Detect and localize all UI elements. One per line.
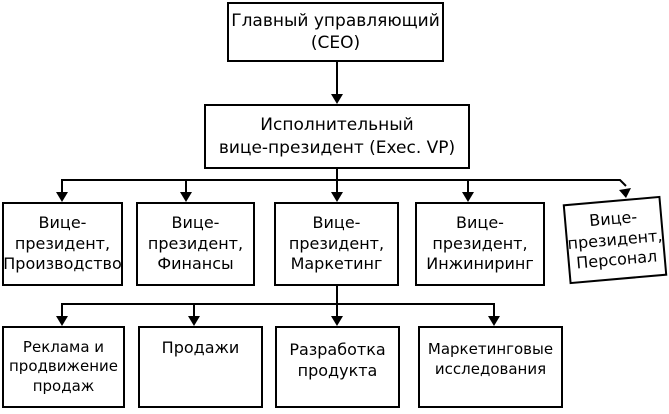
- vp-finance-label: Вице- президент, Финансы: [147, 212, 244, 274]
- vp-engineering-box: Вице- президент, Инжиниринг: [415, 202, 545, 286]
- vp-production-label: Вице- президент, Производство: [3, 212, 122, 274]
- product-development-label: Разработка продукта: [289, 340, 386, 380]
- vp-personnel-box: Вице- президент, Персонал: [562, 195, 668, 285]
- sales-box: Продажи: [138, 326, 263, 408]
- ceo-box: Главный управляющий (CEO): [227, 2, 444, 62]
- vp-production-box: Вице- президент, Производство: [2, 202, 123, 286]
- advertising-label: Реклама и продвижение продаж: [9, 337, 118, 395]
- vp-marketing-box: Вице- президент, Маркетинг: [274, 202, 399, 286]
- vp-marketing-label: Вице- президент, Маркетинг: [288, 212, 385, 274]
- marketing-research-box: Маркетинговые исследования: [418, 326, 563, 408]
- exec-vp-label: Исполнительный вице-президент (Exec. VP): [218, 115, 456, 158]
- sales-label: Продажи: [161, 338, 240, 357]
- marketing-research-label: Маркетинговые исследования: [427, 340, 554, 378]
- vp-personnel-label: Вице- президент, Персонал: [566, 206, 664, 273]
- ceo-label: Главный управляющий (CEO): [231, 10, 440, 53]
- vp-engineering-label: Вице- президент, Инжиниринг: [426, 212, 534, 274]
- exec-vp-box: Исполнительный вице-президент (Exec. VP): [204, 104, 470, 169]
- advertising-box: Реклама и продвижение продаж: [2, 326, 125, 408]
- vp-finance-box: Вице- президент, Финансы: [136, 202, 255, 286]
- product-development-box: Разработка продукта: [275, 326, 400, 408]
